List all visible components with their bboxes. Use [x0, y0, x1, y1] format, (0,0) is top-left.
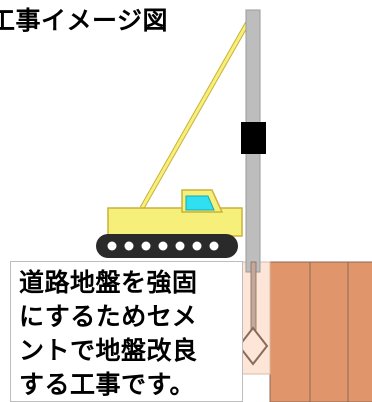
track-wheel-icon — [141, 241, 151, 251]
track-wheel-icon — [192, 241, 202, 251]
description-line: にするためセメ — [19, 302, 198, 331]
track-wheels — [107, 241, 219, 251]
ground-column — [309, 261, 349, 402]
mast-drive-unit — [241, 122, 266, 154]
track-wheel-icon — [175, 241, 185, 251]
description-line: する工事です。 — [19, 370, 196, 399]
ground-column — [347, 261, 372, 402]
crane-boom-highlight — [140, 21, 250, 209]
auger-rod — [250, 261, 257, 331]
track-wheel-icon — [209, 241, 219, 251]
auger-head-icon — [237, 326, 269, 366]
ground-section — [269, 261, 372, 402]
track-wheel-icon — [158, 241, 168, 251]
diagram-title: 工事イメージ図 — [0, 6, 169, 35]
description-box: 道路地盤を強固 にするためセメ ントで地盤改良 する工事です。 — [10, 261, 243, 402]
cab-window-icon — [185, 195, 215, 211]
track-wheel-icon — [124, 241, 134, 251]
description-line: 道路地盤を強固 — [19, 268, 198, 297]
track-wheel-icon — [107, 241, 117, 251]
description-line: ントで地盤改良 — [19, 336, 198, 365]
ground-column — [269, 261, 311, 402]
